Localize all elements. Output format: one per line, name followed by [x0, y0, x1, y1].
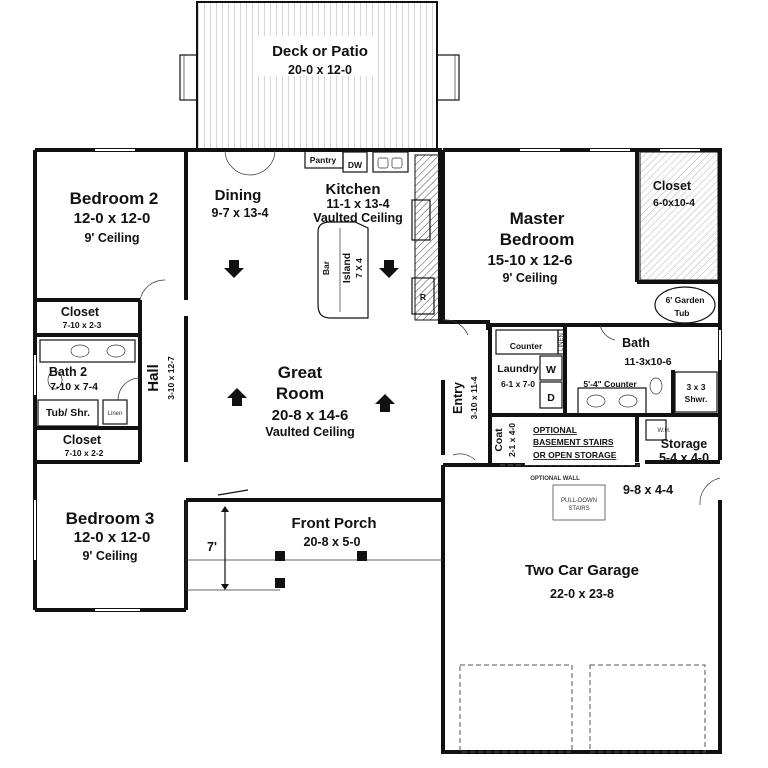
garden-tub-label-1: 6' Garden: [666, 295, 705, 305]
linen2-label: Linen: [108, 411, 123, 417]
deck-size: 20-0 x 12-0: [288, 63, 352, 77]
fixture-labels: Pantry DW Bar Island 7 X 4 R 6' Garden T…: [46, 155, 707, 554]
closet-b3-name: Closet: [63, 433, 102, 447]
optional-label-1: OPTIONAL: [533, 425, 577, 435]
dw-label: DW: [348, 160, 363, 170]
closet-b2-size: 7-10 x 2-3: [63, 320, 102, 330]
master-bath-fixtures: [495, 151, 719, 441]
bath-counter-label: 5'-4" Counter: [583, 379, 637, 389]
porch-size: 20-8 x 5-0: [304, 535, 361, 549]
counter-label: Counter: [510, 341, 543, 351]
kitchen-size: 11-1 x 13-4: [326, 197, 389, 211]
optional-wall-label: OPTIONAL WALL: [530, 476, 580, 482]
optional-label-2: BASEMENT STAIRS: [533, 437, 614, 447]
porch-details: [185, 500, 443, 591]
garage-name: Two Car Garage: [525, 562, 639, 579]
great-room-name-1: Great: [278, 363, 323, 382]
garden-tub-label-2: Tub: [675, 308, 690, 318]
island-size: 7 X 4: [354, 258, 364, 278]
closet-master-name: Closet: [653, 179, 692, 193]
bath2-size: 7-10 x 7-4: [50, 381, 98, 393]
bedroom3-ceiling: 9' Ceiling: [82, 549, 137, 563]
master-name-2: Bedroom: [500, 230, 575, 249]
linen-label: LINEN: [559, 333, 565, 351]
great-room-size: 20-8 x 14-6: [272, 407, 349, 424]
great-room-name-2: Room: [276, 384, 324, 403]
bedroom3-size: 12-0 x 12-0: [74, 529, 151, 546]
hall-name: Hall: [145, 364, 162, 392]
bedroom3-name: Bedroom 3: [66, 509, 155, 528]
shower-label-1: 3 x 3: [687, 382, 706, 392]
pulldown-label-2: STAIRS: [568, 506, 589, 512]
flow-arrows: [224, 260, 399, 412]
coat-name: Coat: [493, 428, 505, 452]
fridge-label: R: [420, 292, 426, 302]
kitchen-name: Kitchen: [325, 181, 380, 198]
pulldown-label-1: PULL-DOWN: [561, 498, 597, 504]
tub-shower-label: Tub/ Shr.: [46, 407, 90, 419]
hall-size: 3-10 x 12-7: [166, 356, 176, 400]
laundry-size: 6-1 x 7-0: [501, 379, 535, 389]
bath2-fixtures: [37, 339, 136, 427]
room-labels: Deck or Patio 20-0 x 12-0 Bedroom 2 12-0…: [49, 43, 709, 601]
dryer-label: D: [547, 392, 555, 404]
kitchen-fixtures: [304, 149, 441, 321]
porch-dimension: 7': [207, 540, 217, 554]
closet-b3-size: 7-10 x 2-2: [65, 448, 104, 458]
garage-extra-size: 9-8 x 4-4: [623, 483, 673, 497]
bath-size: 11-3x10-6: [624, 356, 671, 368]
dining-name: Dining: [215, 187, 262, 204]
storage-name: Storage: [661, 437, 708, 451]
entry-name: Entry: [451, 382, 465, 414]
optional-label-3: OR OPEN STORAGE: [533, 450, 617, 460]
dining-size: 9-7 x 13-4: [212, 206, 269, 220]
coat-size: 2-1 x 4-0: [507, 423, 517, 457]
closet-master-size: 6-0x10-4: [653, 197, 695, 209]
master-ceiling: 9' Ceiling: [502, 271, 557, 285]
island-label: Island: [341, 253, 353, 283]
water-heater-label: W.H.: [658, 428, 671, 434]
bath-name: Bath: [622, 336, 650, 350]
bedroom2-ceiling: 9' Ceiling: [84, 231, 139, 245]
deck: [179, 1, 460, 151]
washer-label: W: [546, 364, 556, 376]
bar-label: Bar: [321, 260, 331, 275]
entry-size: 3-10 x 11-4: [469, 376, 479, 419]
master-size: 15-10 x 12-6: [487, 252, 572, 269]
porch-name: Front Porch: [292, 515, 377, 532]
doors: [117, 149, 721, 506]
garage-details: [459, 420, 706, 753]
laundry-name: Laundry: [497, 363, 539, 375]
pantry-label: Pantry: [310, 155, 337, 165]
master-name-1: Master: [510, 209, 565, 228]
great-room-ceiling: Vaulted Ceiling: [265, 425, 355, 439]
bedroom2-name: Bedroom 2: [70, 189, 159, 208]
shower-label-2: Shwr.: [685, 394, 708, 404]
storage-size: 5-4 x 4-0: [659, 451, 709, 465]
bedroom2-size: 12-0 x 12-0: [74, 210, 151, 227]
kitchen-ceiling: Vaulted Ceiling: [313, 211, 403, 225]
bath2-name: Bath 2: [49, 365, 87, 379]
closet-b2-name: Closet: [61, 305, 100, 319]
deck-name: Deck or Patio: [272, 43, 368, 60]
garage-size: 22-0 x 23-8: [550, 587, 614, 601]
